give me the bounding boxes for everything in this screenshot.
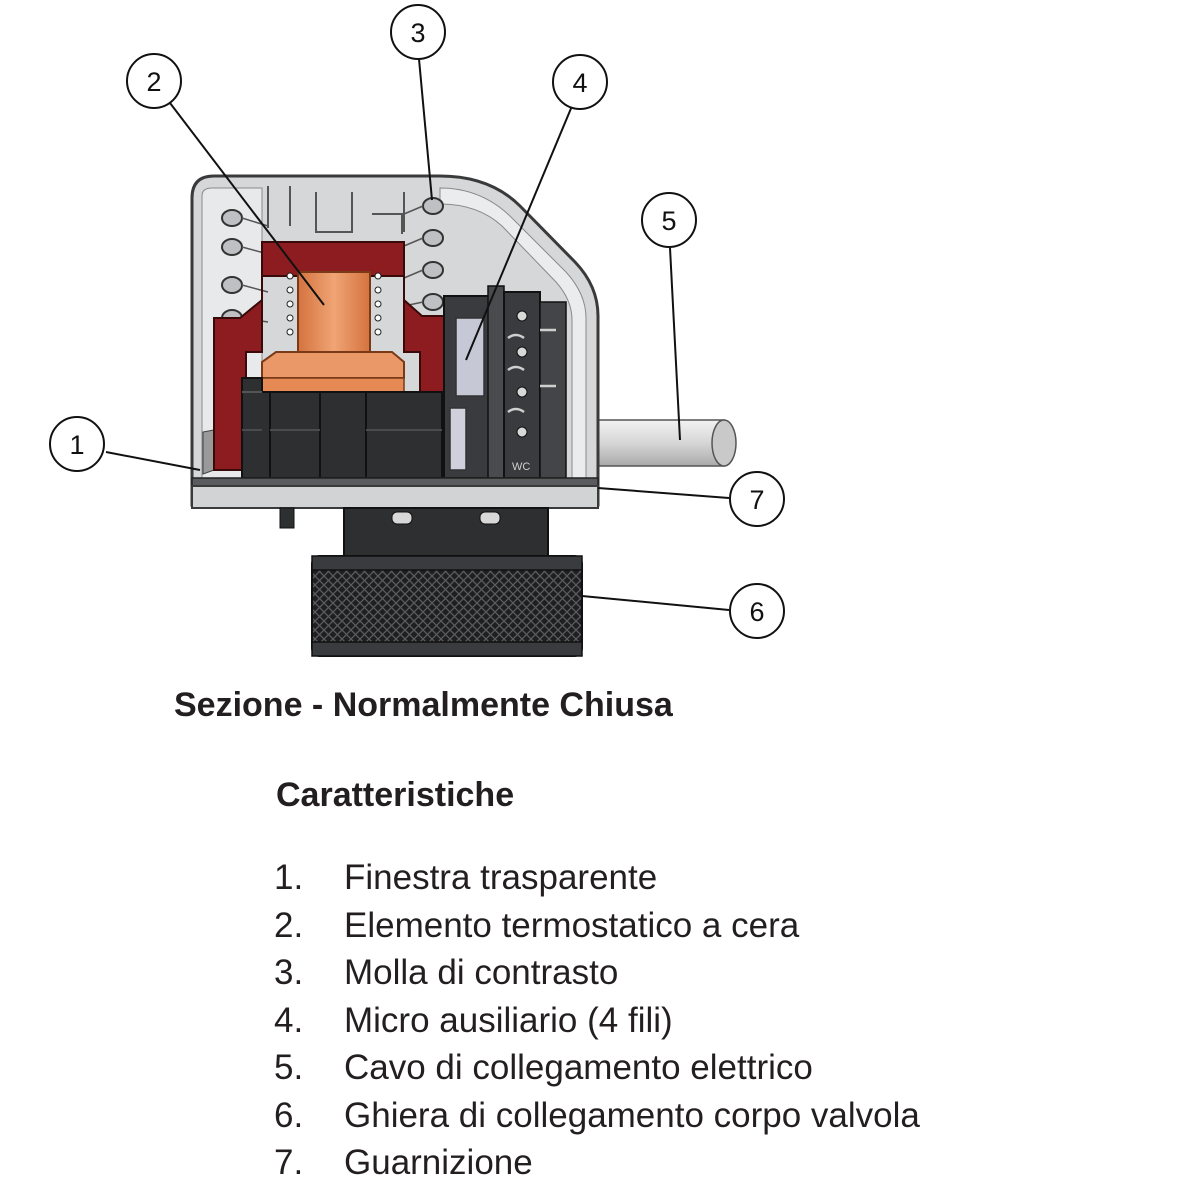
features-title: Caratteristiche — [276, 776, 515, 814]
callout-5: 5 — [641, 192, 697, 248]
callout-4: 4 — [552, 54, 608, 110]
feature-item-7: 7. Guarnizione — [274, 1139, 920, 1187]
svg-text:5: 5 — [661, 206, 676, 236]
feature-item-2: 2. Elemento termostatico a cera — [274, 902, 920, 950]
svg-text:1: 1 — [69, 430, 84, 460]
svg-text:6: 6 — [749, 597, 764, 627]
diagram-caption: Sezione - Normalmente Chiusa — [174, 686, 673, 724]
valve-neck — [279, 507, 549, 561]
feature-text: Finestra trasparente — [344, 858, 658, 897]
feature-item-4: 4. Micro ausiliario (4 fili) — [274, 997, 920, 1045]
housing-inner-walls — [267, 186, 405, 234]
callout-1: 1 — [49, 416, 105, 472]
electric-cable — [595, 419, 737, 467]
svg-text:2: 2 — [146, 67, 161, 97]
feature-number: 5. — [274, 1048, 304, 1087]
feature-number: 6. — [274, 1095, 304, 1135]
callout-3: 3 — [390, 4, 446, 60]
gasket — [191, 477, 599, 509]
feature-item-6: 6. Ghiera di collegamento corpo valvola — [274, 1092, 920, 1140]
callout-7: 7 — [729, 471, 785, 527]
feature-text: Molla di contrasto — [344, 953, 619, 992]
svg-text:WC: WC — [512, 461, 530, 473]
callout-2: 2 — [126, 53, 182, 109]
actuator-section-diagram: WC 1 2 3 4 — [49, 4, 785, 657]
feature-text: Guarnizione — [344, 1143, 533, 1182]
svg-text:4: 4 — [572, 68, 587, 98]
feature-number: 2. — [274, 905, 304, 945]
feature-text: Ghiera di collegamento corpo valvola — [344, 1095, 920, 1135]
callout-6: 6 — [729, 583, 785, 639]
feature-text: Micro ausiliario (4 fili) — [344, 1000, 673, 1040]
valve-ring-nut — [311, 555, 583, 657]
leader-lines — [105, 58, 730, 611]
feature-text: Cavo di collegamento elettrico — [344, 1048, 813, 1087]
feature-number: 4. — [274, 1000, 304, 1040]
feature-item-1: 1. Finestra trasparente — [274, 854, 920, 902]
inner-plastic-block — [241, 377, 443, 479]
feature-number: 1. — [274, 858, 304, 897]
feature-item-3: 3. Molla di contrasto — [274, 949, 920, 997]
svg-text:7: 7 — [749, 485, 764, 515]
feature-text: Elemento termostatico a cera — [344, 905, 800, 945]
svg-text:3: 3 — [410, 18, 425, 48]
micro-switch: WC — [443, 285, 567, 479]
feature-number: 3. — [274, 953, 304, 992]
feature-item-5: 5. Cavo di collegamento elettrico — [274, 1044, 920, 1092]
features-list: 1. Finestra trasparente 2. Elemento termos… — [274, 854, 920, 1187]
feature-number: 7. — [274, 1143, 304, 1182]
